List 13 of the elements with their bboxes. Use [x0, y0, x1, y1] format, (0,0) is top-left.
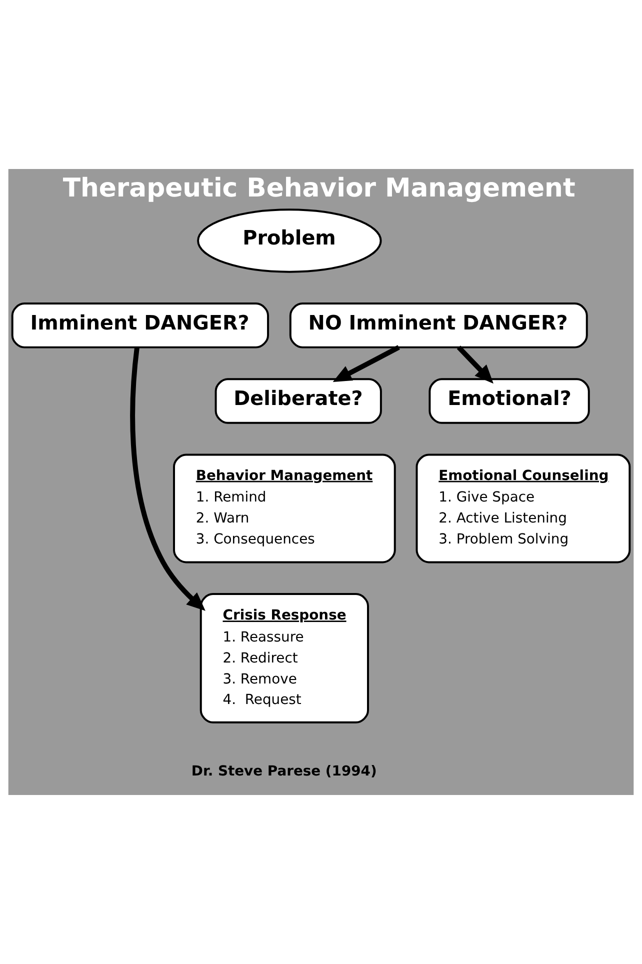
- node-box: Emotional Counseling 1. Give Space 2. Active Listening 3. Problem Solving: [416, 454, 631, 564]
- node-box: Emotional?: [428, 378, 590, 424]
- arrow: [130, 347, 206, 611]
- arrow: [332, 345, 400, 382]
- node-box: Behavior Management 1. Remind 2. Warn 3. Consequences: [173, 454, 396, 564]
- arrow: [456, 346, 494, 384]
- diagram-title: Therapeutic Behavior Management: [62, 174, 576, 204]
- node-box: Crisis Response 1. Reassure 2. Redirect 3. Remove 4. Request: [200, 593, 369, 724]
- node-ellipse: Problem: [197, 208, 382, 273]
- node-box: NO Imminent DANGER?: [289, 302, 588, 348]
- caption: Dr. Steve Parese (1994): [191, 763, 377, 780]
- node-box: Imminent DANGER?: [11, 302, 270, 348]
- node-box: Deliberate?: [214, 378, 382, 424]
